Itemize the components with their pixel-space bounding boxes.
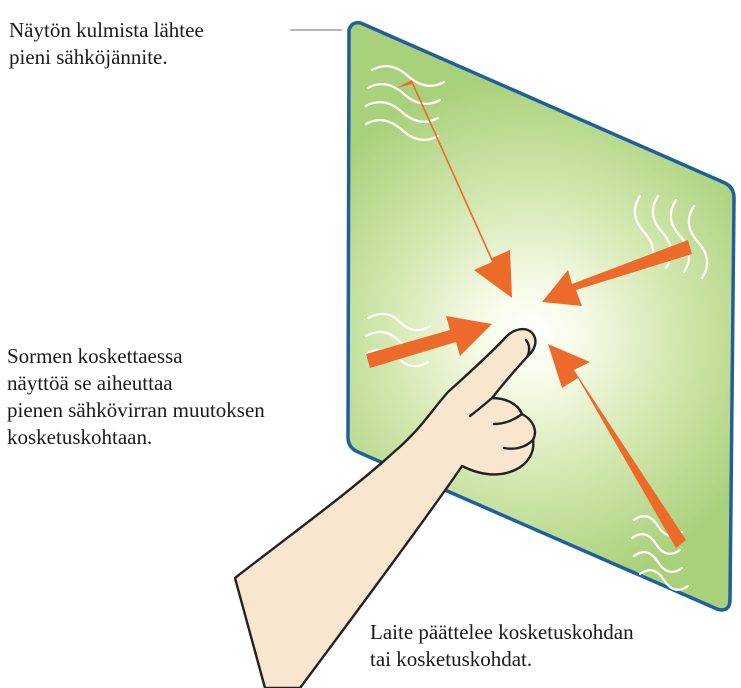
label-finger-touch: Sormen koskettaessa näyttöä se aiheuttaa…: [7, 343, 265, 451]
label-device-detects: Laite päättelee kosketuskohdan tai koske…: [370, 619, 634, 673]
label-corner-voltage: Näytön kulmista lähtee pieni sähköjännit…: [9, 17, 204, 71]
